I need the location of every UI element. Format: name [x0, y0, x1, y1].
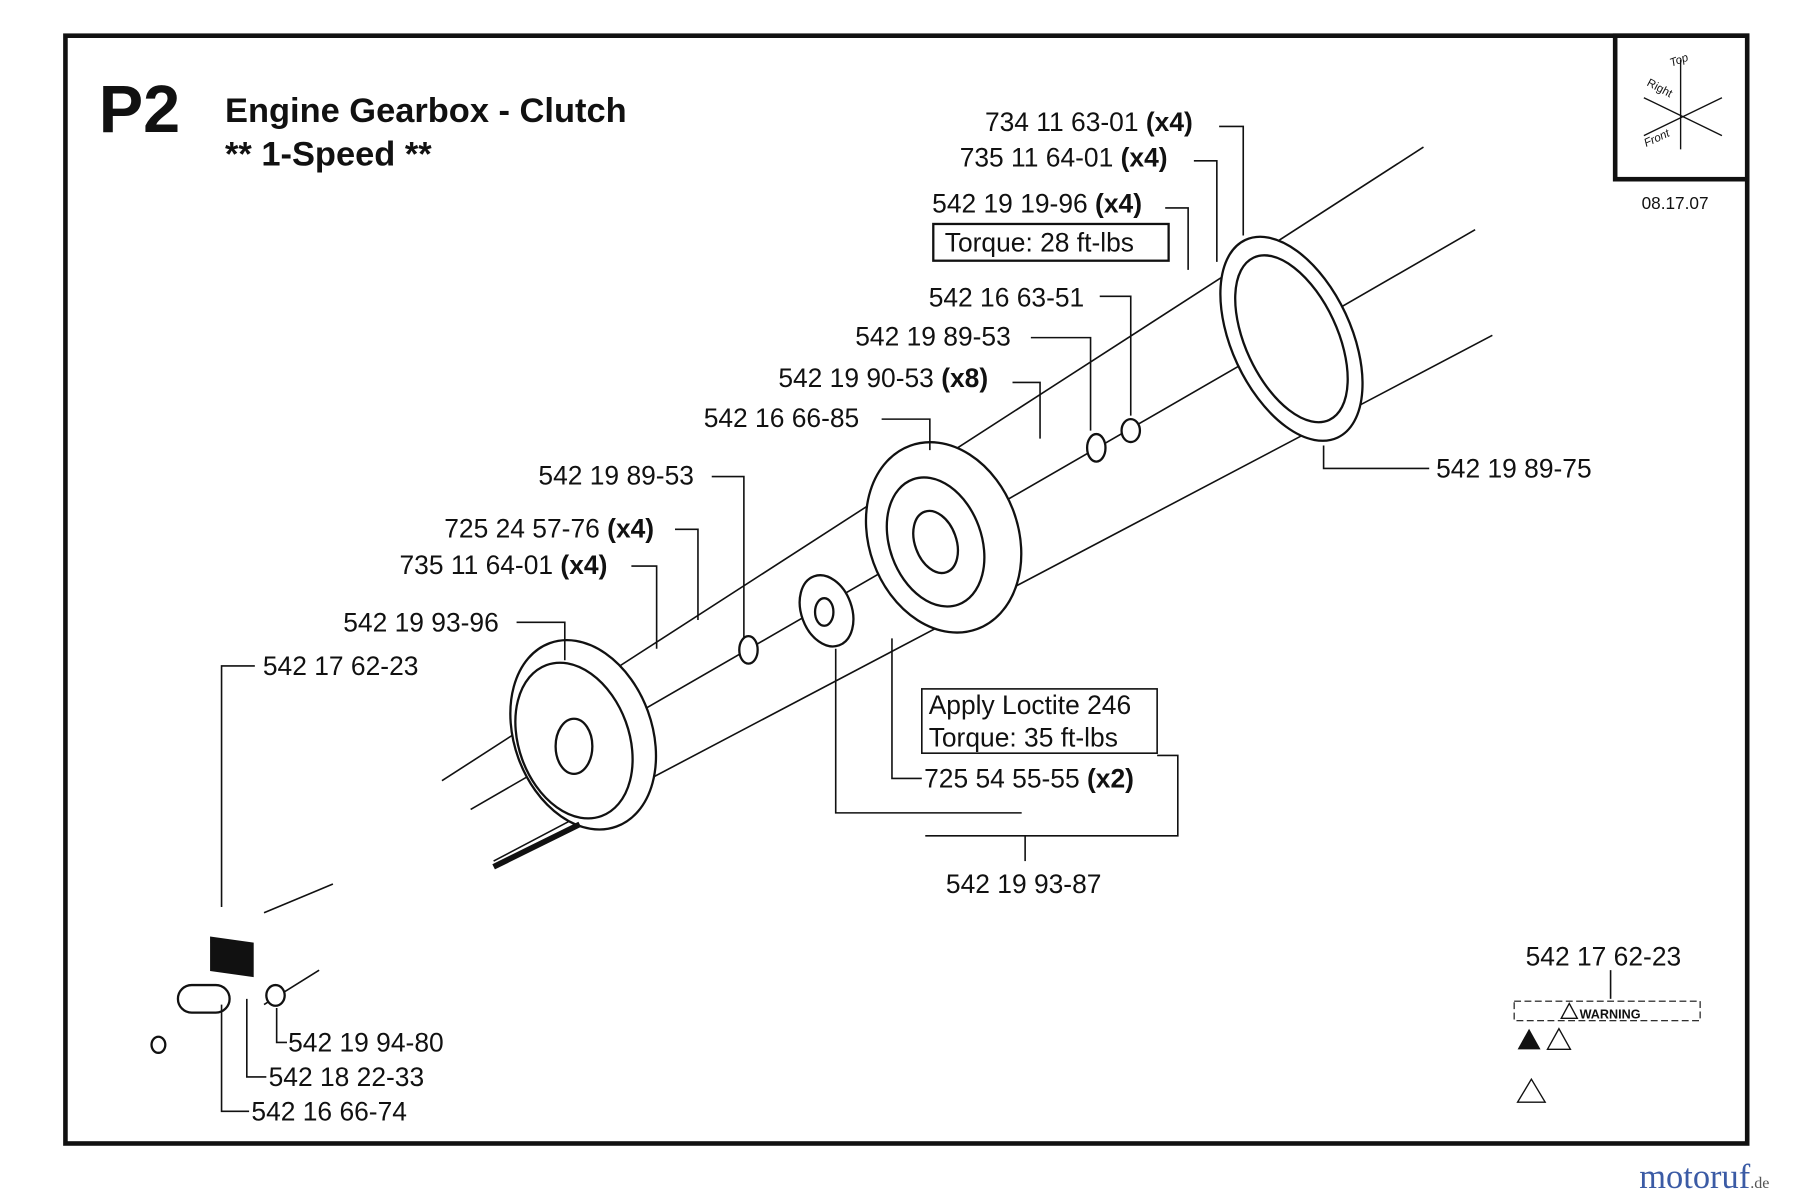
- part-label: 542 19 90-53 (x8): [778, 363, 988, 393]
- torque-note-box: [932, 222, 1170, 262]
- diagram-frame: [63, 33, 1750, 1146]
- part-label: 542 19 89-53: [855, 322, 1011, 352]
- warning-triangle-icon: [1560, 1001, 1579, 1020]
- orientation-compass-icon: Top Right Front: [1612, 33, 1750, 182]
- part-label: 735 11 64-01 (x4): [960, 143, 1168, 173]
- part-label: 542 19 89-53: [538, 461, 694, 491]
- part-label: 542 19 93-87: [946, 869, 1102, 899]
- loctite-note-box: [921, 688, 1158, 754]
- watermark-logo: motoruf.de: [1639, 1158, 1769, 1196]
- exploded-view-drawing: [150, 146, 1493, 1054]
- part-label: 542 19 94-80: [288, 1028, 444, 1058]
- torque-note: Torque: 35 ft-lbs: [929, 722, 1118, 752]
- leader-lines: [220, 125, 1612, 1113]
- hazard-icon: [1517, 1028, 1541, 1050]
- loctite-note: Apply Loctite 246: [929, 690, 1131, 720]
- part-label: 542 19 93-96: [343, 607, 499, 637]
- part-label: 542 17 62-23: [1526, 942, 1682, 972]
- part-label: 542 18 22-33: [269, 1062, 425, 1092]
- part-label: 734 11 63-01 (x4): [985, 107, 1193, 137]
- revision-date: 08.17.07: [1642, 193, 1709, 213]
- part-label: 542 17 62-23: [263, 651, 419, 681]
- part-label: 542 16 66-74: [251, 1097, 407, 1127]
- part-label: 542 19 89-75: [1436, 454, 1592, 484]
- section-code: P2: [99, 73, 180, 147]
- warning-decal: WARNING: [1513, 1000, 1701, 1103]
- part-label: 735 11 64-01 (x4): [399, 550, 607, 580]
- svg-text:WARNING: WARNING: [1580, 1007, 1641, 1021]
- part-label: 542 19 19-96 (x4): [932, 188, 1142, 218]
- part-label: 725 54 55-55 (x2): [924, 764, 1134, 794]
- part-label: 725 24 57-76 (x4): [444, 513, 654, 543]
- page-title: Engine Gearbox - Clutch: [225, 92, 627, 130]
- hazard-icon: [1516, 1077, 1547, 1103]
- page-subtitle: ** 1-Speed **: [225, 135, 432, 173]
- part-label: 542 16 66-85: [704, 403, 860, 433]
- warning-triangle-icon: [1546, 1027, 1572, 1051]
- part-label: 542 16 63-51: [929, 283, 1085, 313]
- torque-note: Torque: 28 ft-lbs: [945, 228, 1134, 258]
